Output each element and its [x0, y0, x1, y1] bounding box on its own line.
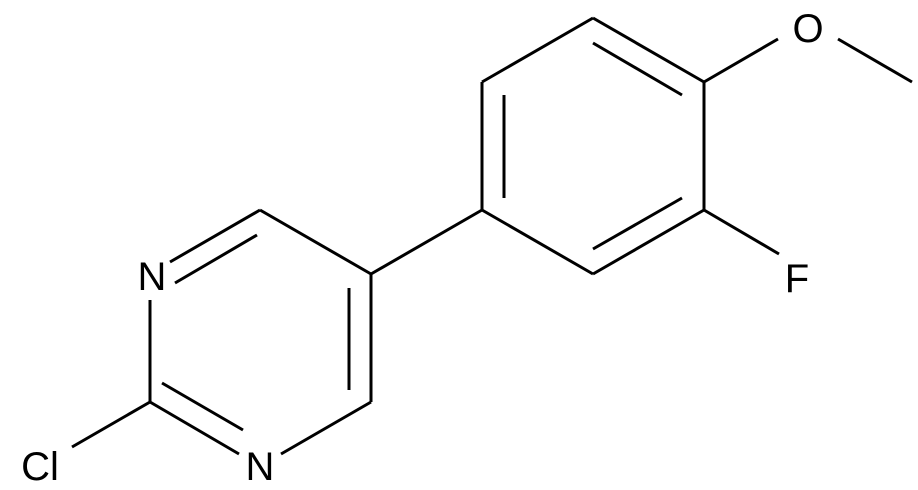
bond-o-ch3	[837, 37, 913, 84]
atom-label-o: O	[792, 7, 823, 51]
atom-label-cl: Cl	[21, 445, 59, 489]
bond-c6p-c1p	[481, 208, 594, 276]
bond-c5-c1prime	[370, 208, 483, 276]
atom-label-n-upper: N	[138, 255, 167, 299]
bond-c3p-c4p	[592, 16, 705, 84]
bond-c3p-c4p-double	[592, 41, 683, 97]
bond-c2p-c3p	[481, 16, 594, 84]
bond-c5p-f	[703, 208, 780, 256]
atom-label-n-lower: N	[246, 445, 275, 489]
bond-c4-n3	[280, 400, 372, 456]
atom-label-f: F	[785, 257, 809, 301]
bond-n1-c6-double	[174, 233, 258, 285]
bond-n1-c6	[169, 208, 261, 264]
bond-c5p-c6p	[592, 208, 705, 276]
bond-c6-c5	[259, 208, 372, 276]
pyrimidine-ring	[71, 208, 373, 456]
bond-c4p-o	[703, 37, 779, 84]
bond-n3-c2	[149, 400, 240, 456]
bond-n3-c2-double	[161, 381, 244, 432]
bond-c2-cl	[71, 400, 151, 449]
bond-c5p-c6p-double	[592, 196, 683, 251]
phenyl-ring	[480, 16, 706, 276]
